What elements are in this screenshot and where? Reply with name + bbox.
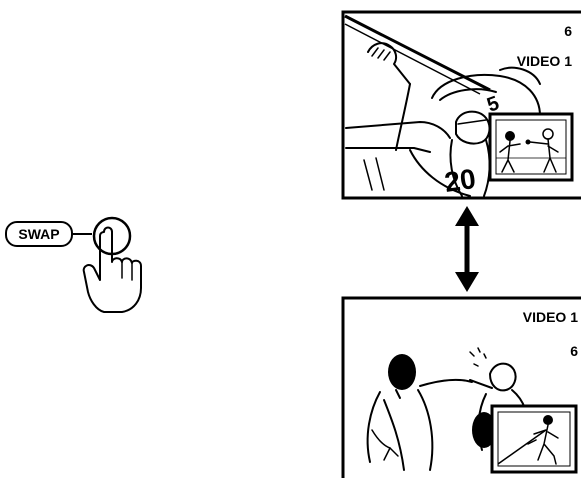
swap-button-label: SWAP — [18, 226, 59, 242]
screen-bottom-source: VIDEO 1 — [523, 309, 578, 325]
screen-top-channel: 6 — [564, 23, 572, 39]
jersey-number: 20 — [443, 163, 478, 198]
remote-control-area: SWAP — [6, 218, 141, 312]
pip-window-bottom — [492, 406, 576, 472]
screen-bottom: VIDEO 1 6 — [343, 298, 581, 478]
swap-button[interactable]: SWAP — [6, 222, 92, 246]
screen-bottom-channel: 6 — [570, 343, 578, 359]
screen-top-source: VIDEO 1 — [517, 53, 572, 69]
hand-pointer-icon — [84, 228, 141, 313]
screen-top: 6 VIDEO 1 5 — [343, 12, 581, 198]
pip-window-top — [490, 114, 572, 180]
double-arrow-vertical-icon — [455, 206, 479, 292]
